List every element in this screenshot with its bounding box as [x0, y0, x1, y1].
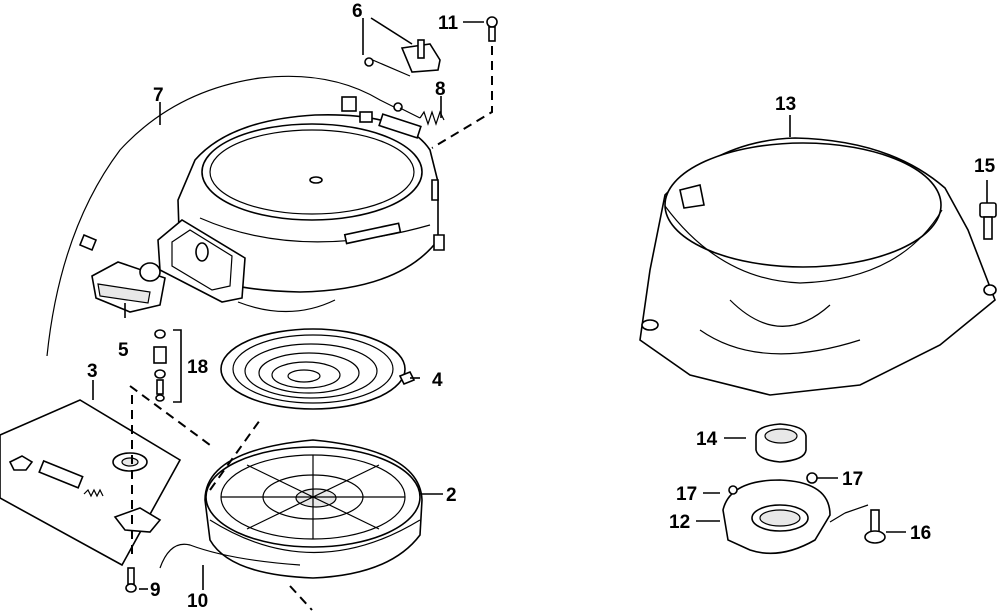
callout-10: 10 — [187, 591, 208, 611]
screw-15 — [979, 202, 997, 240]
callout-12: 12 — [669, 512, 690, 533]
seal-14 — [755, 423, 807, 463]
callout-3: 3 — [87, 361, 98, 382]
callout-15: 15 — [974, 156, 996, 177]
callout-7: 7 — [153, 85, 164, 106]
callout-18: 18 — [187, 357, 208, 378]
callout-17-left: 17 — [676, 484, 697, 505]
rewind-pulley — [204, 439, 423, 579]
callout-2: 2 — [446, 485, 457, 506]
cable-clip — [364, 39, 441, 77]
starter-cable — [46, 75, 401, 357]
starter-rope — [159, 543, 301, 569]
callout-13: 13 — [775, 94, 796, 115]
callout-4: 4 — [432, 370, 443, 391]
callout-11: 11 — [438, 13, 459, 34]
pawl-kit-box — [0, 399, 182, 567]
screw-9 — [125, 567, 137, 593]
leader-lines — [92, 17, 988, 590]
screw-11 — [486, 16, 498, 42]
callout-16: 16 — [910, 523, 931, 544]
spring-8 — [393, 102, 445, 126]
callout-14: 14 — [696, 429, 718, 450]
recoil-spring — [220, 328, 416, 410]
callout-9: 9 — [150, 580, 161, 601]
starter-housing — [177, 96, 445, 313]
starter-handle — [91, 261, 166, 313]
callout-8: 8 — [435, 79, 446, 100]
engine-cover — [639, 137, 997, 396]
callout-5: 5 — [118, 340, 129, 361]
plate-12 — [722, 472, 831, 555]
fastener-stack-18 — [153, 329, 167, 402]
callout-6: 6 — [352, 1, 363, 22]
callout-17-right: 17 — [842, 469, 863, 490]
screw-16 — [864, 509, 886, 544]
